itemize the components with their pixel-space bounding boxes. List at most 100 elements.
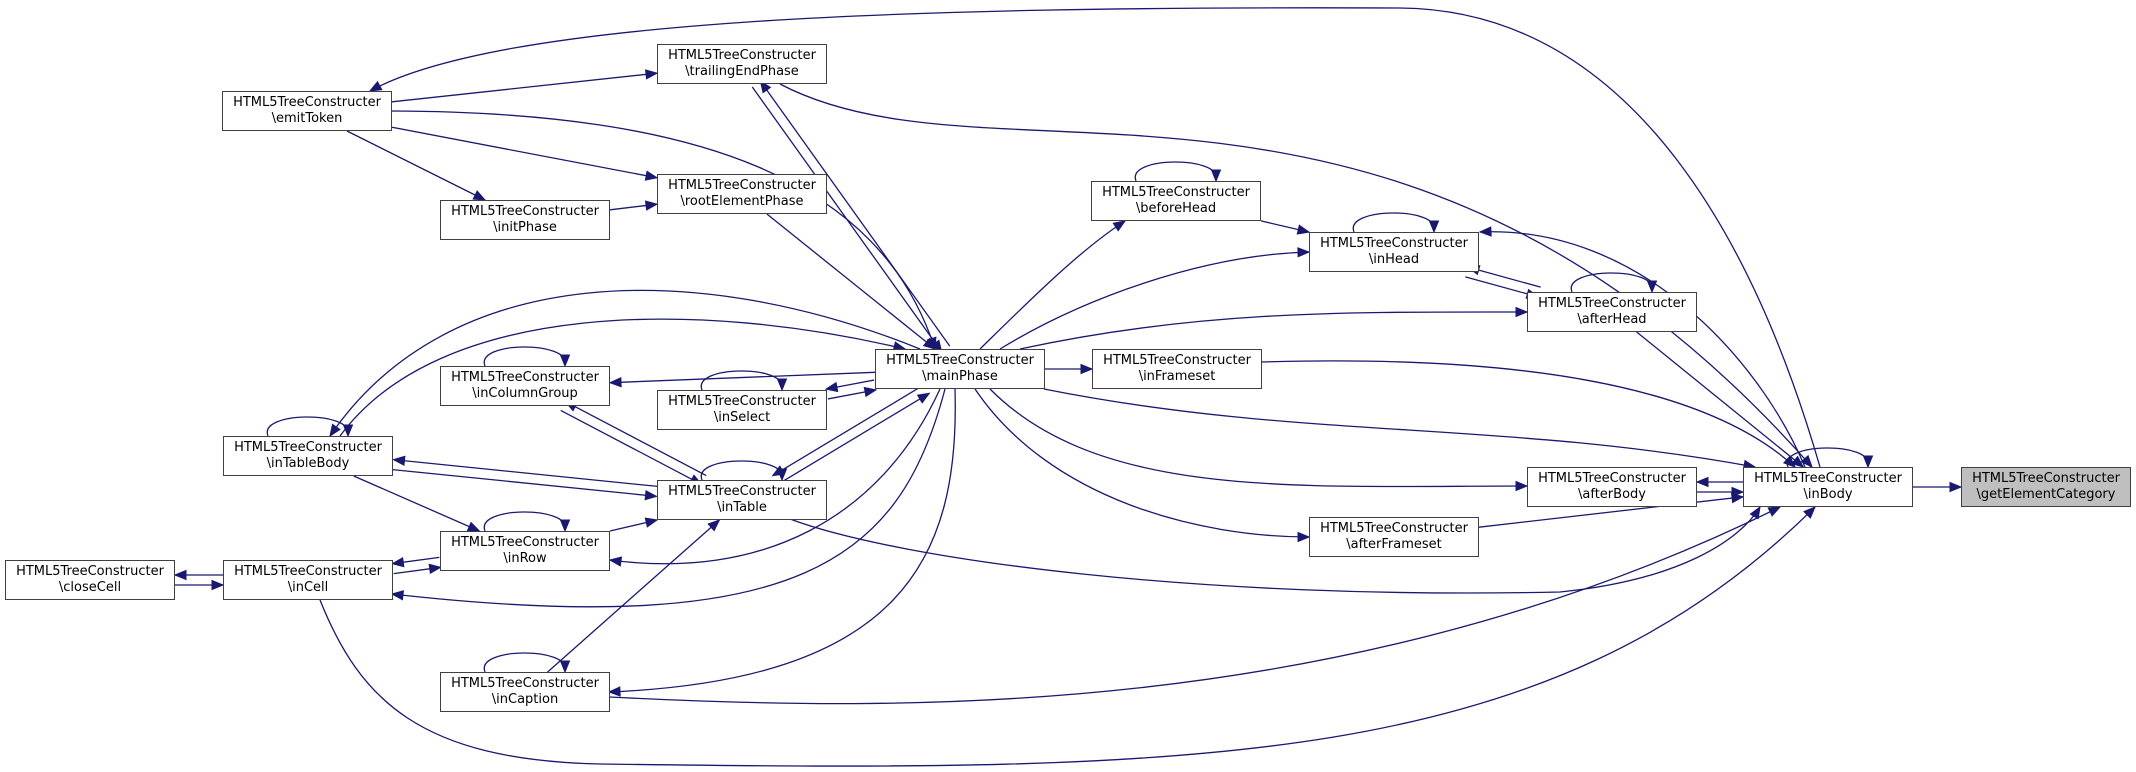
edge-mainPhase-to-inRow (609, 388, 941, 565)
node-method-label: \emitToken (271, 111, 343, 126)
node-method-label: \inSelect (713, 410, 771, 425)
edge-mainPhase-to-inTableBody (329, 289, 921, 437)
edge-inBody-to-inHead-arrowhead (1478, 226, 1492, 237)
edge-trailingEndPhase-to-inBody-arrowhead (1800, 454, 1813, 468)
edge-trailingEndPhase-to-mainPhase (751, 86, 943, 353)
node-rootElementPhase[interactable]: HTML5TreeConstructer \rootElementPhase (657, 174, 827, 214)
edge-inCaption-to-inTable-arrowhead (707, 519, 721, 532)
edge-mainPhase-to-afterFrameset-arrowhead (1297, 531, 1311, 543)
node-method-label: \inColumnGroup (472, 386, 578, 401)
edge-afterHead-to-inBody (1636, 331, 1804, 468)
edge-inCell-to-inRow-arrowhead (428, 563, 442, 575)
node-class-label: HTML5TreeConstructer (668, 484, 816, 499)
node-inColumnGroup[interactable]: HTML5TreeConstructer \inColumnGroup (440, 366, 610, 406)
node-method-label: \afterFrameset (1346, 537, 1442, 552)
edge-afterFrameset-to-inBody (1478, 496, 1744, 528)
edge-inCaption-to-inBody-arrowhead (1767, 506, 1782, 517)
edge-inCell-to-inBody-arrowhead (1803, 506, 1816, 519)
edge-inRow-to-inRow-arrowhead (559, 519, 571, 533)
node-method-label: \afterBody (1578, 487, 1646, 502)
node-inRow[interactable]: HTML5TreeConstructer \inRow (440, 531, 610, 571)
edge-inHead-to-inHead (1352, 212, 1435, 233)
node-getElementCategory-root[interactable]: HTML5TreeConstructer \getElementCategory (1961, 467, 2131, 507)
node-emitToken[interactable]: HTML5TreeConstructer \emitToken (222, 91, 392, 131)
node-method-label: \trailingEndPhase (685, 64, 799, 79)
edge-inRow-to-inRow (483, 511, 566, 532)
edge-mainPhase-to-afterHead (1019, 311, 1528, 350)
node-method-label: \mainPhase (922, 369, 998, 384)
edge-inFrameset-to-inBody-arrowhead (1782, 455, 1796, 468)
node-method-label: \inBody (1803, 487, 1853, 502)
edge-inTable-to-inBody (789, 506, 1761, 594)
edge-inCaption-to-inBody (608, 506, 1781, 705)
node-afterFrameset[interactable]: HTML5TreeConstructer \afterFrameset (1309, 517, 1479, 557)
edge-inCaption-to-inCaption-arrowhead (559, 660, 571, 674)
edge-inTableBody-to-inTable (392, 468, 657, 498)
node-method-label: \afterHead (1577, 312, 1647, 327)
edge-inCell-to-closeCell-arrowhead (173, 569, 187, 581)
edge-inTable-to-mainPhase (777, 392, 930, 485)
node-afterHead[interactable]: HTML5TreeConstructer \afterHead (1527, 292, 1697, 332)
node-afterBody[interactable]: HTML5TreeConstructer \afterBody (1527, 467, 1697, 507)
node-inCaption[interactable]: HTML5TreeConstructer \inCaption (440, 672, 610, 712)
node-mainPhase[interactable]: HTML5TreeConstructer \mainPhase (875, 349, 1045, 389)
edge-mainPhase-to-inCell-arrowhead (390, 590, 405, 601)
node-inSelect[interactable]: HTML5TreeConstructer \inSelect (657, 390, 827, 430)
node-method-label: \inFrameset (1138, 369, 1216, 384)
edge-afterHead-to-inBody-arrowhead (1791, 455, 1805, 468)
node-method-label: \closeCell (58, 580, 122, 595)
edge-inTableBody-to-inTableBody-arrowhead (342, 424, 354, 438)
edge-mainPhase-to-inFrameset-arrowhead (1080, 363, 1094, 375)
edge-inBody-to-inBody-arrowhead (1862, 455, 1874, 469)
edge-inCell-to-inBody (319, 506, 1816, 767)
node-class-label: HTML5TreeConstructer (234, 564, 382, 579)
node-method-label: \getElementCategory (1976, 487, 2116, 502)
node-method-label: \inRow (503, 551, 547, 566)
node-method-label: \inTableBody (266, 456, 350, 471)
edge-inFrameset-to-inBody (1260, 360, 1796, 468)
edge-inRow-to-inCell-arrowhead (391, 556, 405, 568)
node-trailingEndPhase[interactable]: HTML5TreeConstructer \trailingEndPhase (657, 44, 827, 84)
edge-initPhase-to-rootElementPhase-arrowhead (644, 200, 659, 211)
edge-emitToken-to-rootElementPhase-arrowhead (644, 170, 659, 181)
node-inBody[interactable]: HTML5TreeConstructer \inBody (1743, 467, 1913, 507)
edge-inTableBody-to-inTable-arrowhead (644, 489, 658, 501)
node-class-label: HTML5TreeConstructer (1972, 471, 2120, 486)
node-class-label: HTML5TreeConstructer (234, 440, 382, 455)
edge-mainPhase-to-inCaption (608, 388, 956, 693)
edge-inTable-to-mainPhase-arrowhead (916, 392, 931, 404)
edge-rootElementPhase-to-mainPhase (766, 213, 936, 350)
edge-inHead-to-afterHead (1465, 276, 1539, 298)
edge-beforeHead-to-beforeHead (1134, 161, 1217, 182)
node-inTableBody[interactable]: HTML5TreeConstructer \inTableBody (223, 436, 393, 476)
node-inCell[interactable]: HTML5TreeConstructer \inCell (223, 560, 393, 600)
node-method-label: \rootElementPhase (680, 194, 804, 209)
edge-inBody-to-emitToken-arrowhead (368, 80, 383, 92)
edge-mainPhase-to-beforeHead-arrowhead (1112, 220, 1127, 232)
edge-inCaption-to-inTable (547, 519, 720, 673)
edge-inTableBody-to-inRow (353, 475, 480, 532)
edge-emitToken-to-mainPhase (391, 110, 936, 350)
node-class-label: HTML5TreeConstructer (668, 394, 816, 409)
node-inHead[interactable]: HTML5TreeConstructer \inHead (1309, 232, 1479, 272)
node-inFrameset[interactable]: HTML5TreeConstructer \inFrameset (1092, 349, 1262, 389)
edge-inBody-to-emitToken (369, 7, 1821, 468)
edge-afterHead-to-afterHead (1570, 272, 1653, 293)
node-method-label: \inCell (287, 580, 329, 595)
edge-mainPhase-to-inCell (391, 388, 946, 608)
node-class-label: HTML5TreeConstructer (668, 48, 816, 63)
edge-mainPhase-to-afterHead-arrowhead (1515, 306, 1529, 318)
node-inTable[interactable]: HTML5TreeConstructer \inTable (657, 480, 827, 520)
edge-mainPhase-to-trailingEndPhase (759, 80, 951, 347)
edge-mainPhase-to-afterBody-arrowhead (1515, 480, 1529, 492)
edge-inTable-to-inColumnGroup (565, 400, 707, 477)
edge-inHead-to-inHead-arrowhead (1428, 220, 1440, 234)
node-closeCell[interactable]: HTML5TreeConstructer \closeCell (5, 560, 175, 600)
node-initPhase[interactable]: HTML5TreeConstructer \initPhase (440, 200, 610, 240)
node-beforeHead[interactable]: HTML5TreeConstructer \beforeHead (1091, 181, 1261, 221)
node-class-label: HTML5TreeConstructer (1754, 471, 1902, 486)
node-class-label: HTML5TreeConstructer (233, 95, 381, 110)
node-class-label: HTML5TreeConstructer (451, 370, 599, 385)
edge-inBody-to-inHead (1479, 231, 1806, 468)
